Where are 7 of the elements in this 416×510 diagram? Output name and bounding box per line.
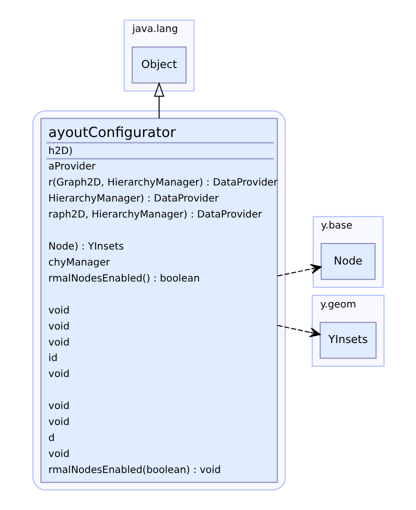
- node-box: Node: [320, 243, 376, 280]
- node-box: YInsets: [319, 322, 376, 359]
- node-box: ayoutConfigurator h2D) aProvider r(Graph2D, HierarchyManager) : DataProvider HierarchyManager) : DataProvider raph2D, HierarchyManager) : DataProvider Node) : YInsets chyManager rmalNodesEnabled() : boolean void void void id void void void d void rmalNodesEnabled(boolean) : void: [40, 118, 278, 483]
- arrow: [276, 324, 320, 338]
- arrow: [153, 82, 164, 119]
- arrow: [276, 264, 322, 276]
- node-box: Object: [131, 46, 186, 84]
